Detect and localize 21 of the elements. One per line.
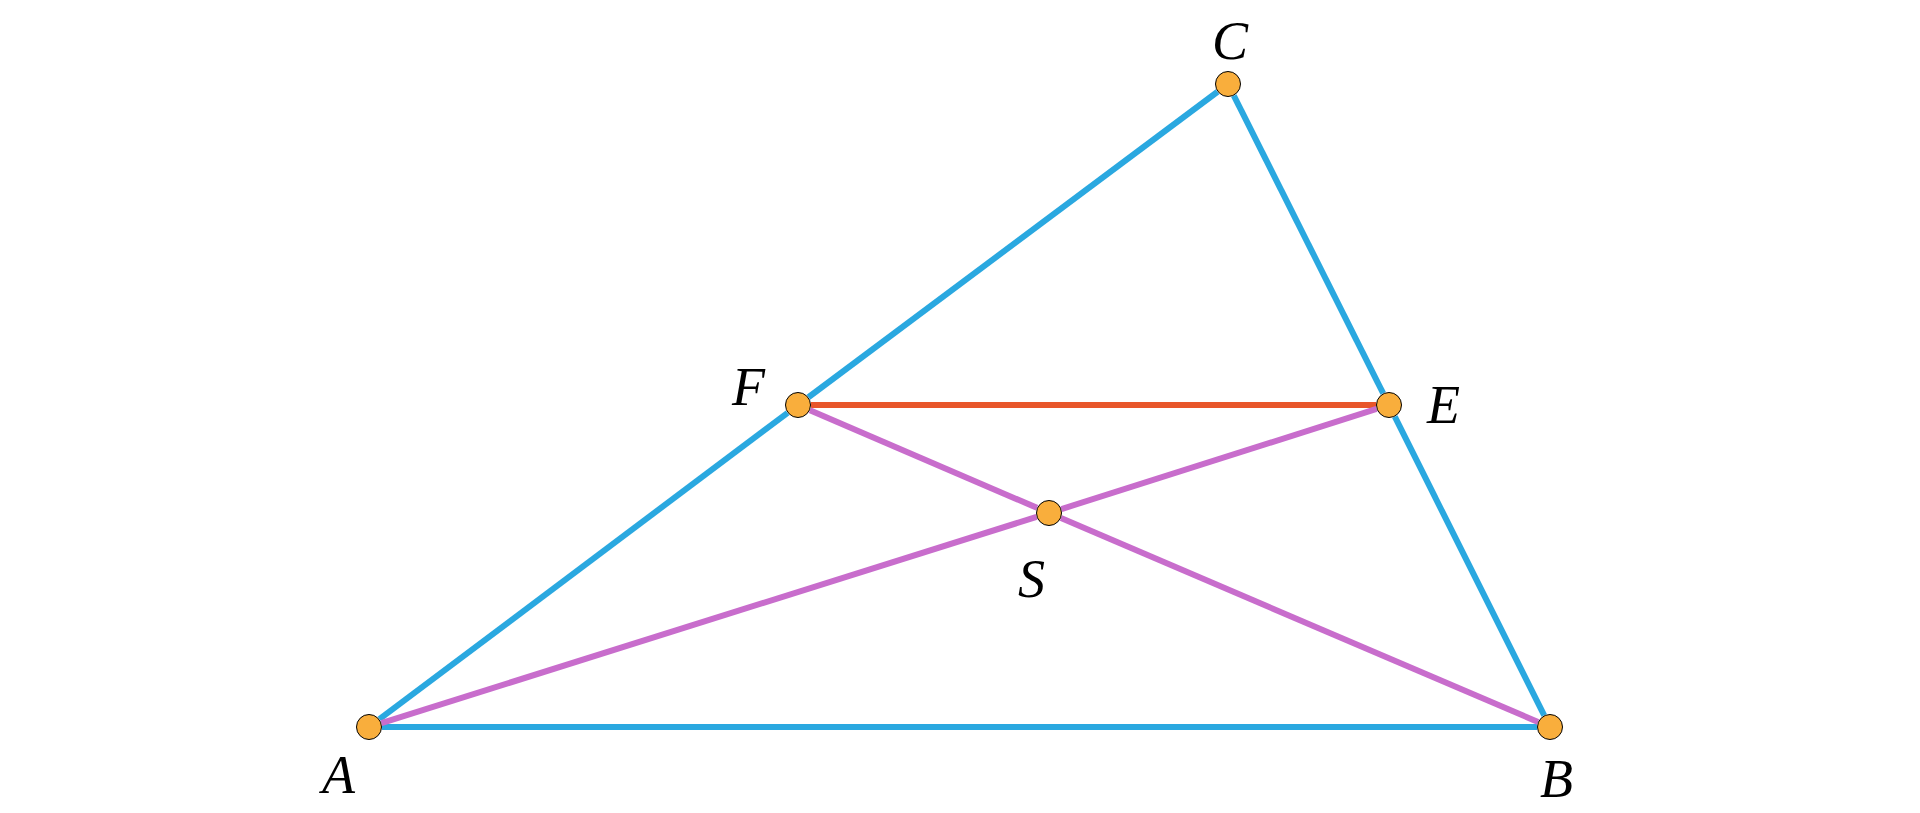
line-segment	[1060, 406, 1378, 512]
point-label: C	[1212, 14, 1249, 68]
line-segment	[380, 514, 1038, 726]
line-segment	[1059, 515, 1540, 725]
line-segment	[377, 410, 790, 722]
point-label: S	[1018, 552, 1045, 606]
line-segment	[806, 89, 1220, 400]
point-label: B	[1540, 752, 1573, 806]
point-marker	[1036, 500, 1062, 526]
line-segment	[811, 402, 1376, 408]
point-marker	[1215, 71, 1241, 97]
line-segment	[808, 407, 1039, 511]
point-marker	[1376, 392, 1402, 418]
line-segment	[382, 724, 1537, 730]
point-marker	[785, 392, 811, 418]
line-segment	[1231, 94, 1386, 395]
point-label: E	[1427, 378, 1460, 432]
line-segment	[1392, 415, 1547, 717]
point-marker	[1537, 714, 1563, 740]
point-marker	[356, 714, 382, 740]
point-label: F	[732, 360, 765, 414]
